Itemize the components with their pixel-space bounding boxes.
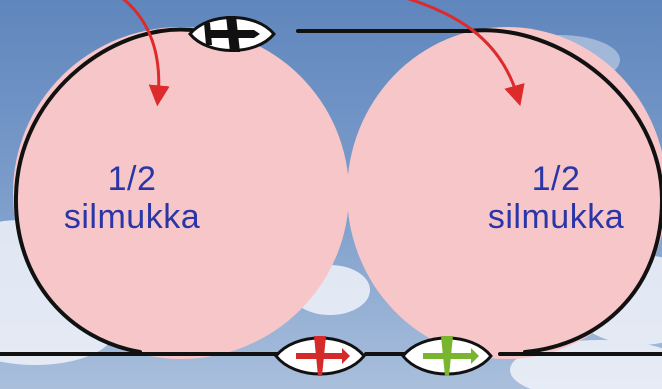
loop-fraction: 1/2 bbox=[531, 160, 581, 198]
airplane-icon bbox=[188, 16, 276, 52]
loop-right bbox=[347, 27, 662, 359]
loop-label-right: 1/2 silmukka bbox=[466, 160, 646, 236]
loop-fraction: 1/2 bbox=[107, 160, 157, 198]
loop-label-left: 1/2 silmukka bbox=[42, 160, 222, 236]
airplane-icon bbox=[274, 336, 366, 376]
loop-left bbox=[13, 27, 349, 359]
airplane-icon bbox=[401, 336, 493, 376]
loop-word: silmukka bbox=[487, 198, 625, 237]
loop-word: silmukka bbox=[63, 198, 201, 237]
direction-arrows bbox=[122, 0, 525, 107]
